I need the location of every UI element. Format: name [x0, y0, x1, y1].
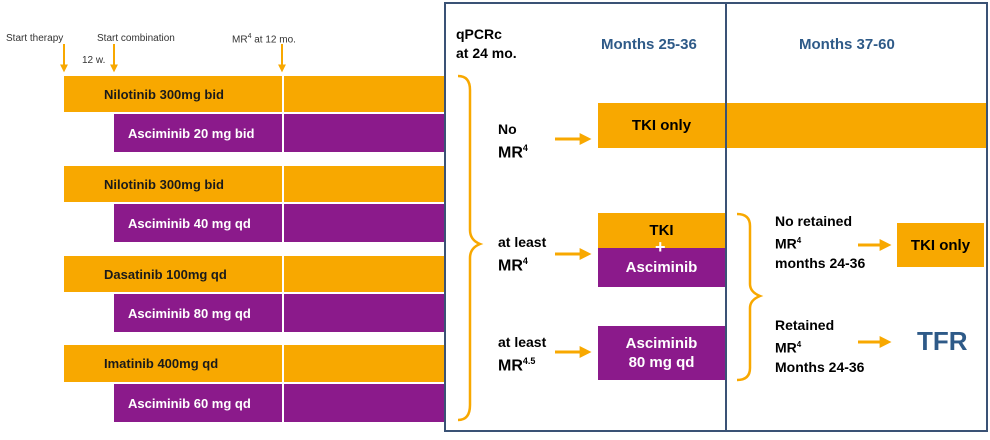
tki-only-box-2: TKI only [897, 223, 984, 267]
asciminib-box: Asciminib [598, 248, 725, 287]
header-months-25-36: Months 25-36 [601, 36, 697, 53]
at-least-mr45-label: at least MR4.5 [498, 334, 547, 375]
mr-at-12mo-label: MR4 at 12 mo. [232, 33, 296, 46]
arm2-tki-bar: Nilotinib 300mg bid [64, 166, 444, 202]
panel-divider [725, 2, 727, 432]
start-therapy-label: Start therapy [6, 33, 64, 44]
mr4-12mo-marker-line [282, 76, 284, 422]
tki-box: TKI [598, 213, 725, 248]
retained-mr4-label: Retained MR4 Months 24-36 [775, 317, 865, 375]
later-bracket [736, 212, 764, 382]
arm1-tki-bar: Nilotinib 300mg bid [64, 76, 444, 112]
arm3-tki-bar: Dasatinib 100mg qd [64, 256, 444, 292]
no-mr4-label: No MR4 [498, 121, 528, 162]
at-least-mr4-label: at least MR4 [498, 234, 547, 275]
no-retained-mr4-label: No retained MR4 months 24-36 [775, 213, 866, 271]
arm1-asciminib-bar: Asciminib 20 mg bid [114, 114, 444, 152]
header-months-37-60: Months 37-60 [799, 36, 895, 53]
qpcr-bracket [457, 74, 484, 422]
twelve-weeks-label: 12 w. [82, 55, 106, 66]
tki-only-continuation-bar [727, 103, 986, 148]
arm4-asciminib-bar: Asciminib 60 mg qd [114, 384, 444, 422]
plus-sign: + [655, 237, 666, 257]
arm3-asciminib-bar: Asciminib 80 mg qd [114, 294, 444, 332]
arm4-tki-bar: Imatinib 400mg qd [64, 345, 444, 382]
arm2-asciminib-bar: Asciminib 40 mg qd [114, 204, 444, 242]
tfr-label: TFR [917, 326, 968, 356]
start-combination-label: Start combination [97, 33, 175, 44]
tki-only-box: TKI only [598, 103, 725, 148]
outcome-panel [444, 2, 988, 432]
